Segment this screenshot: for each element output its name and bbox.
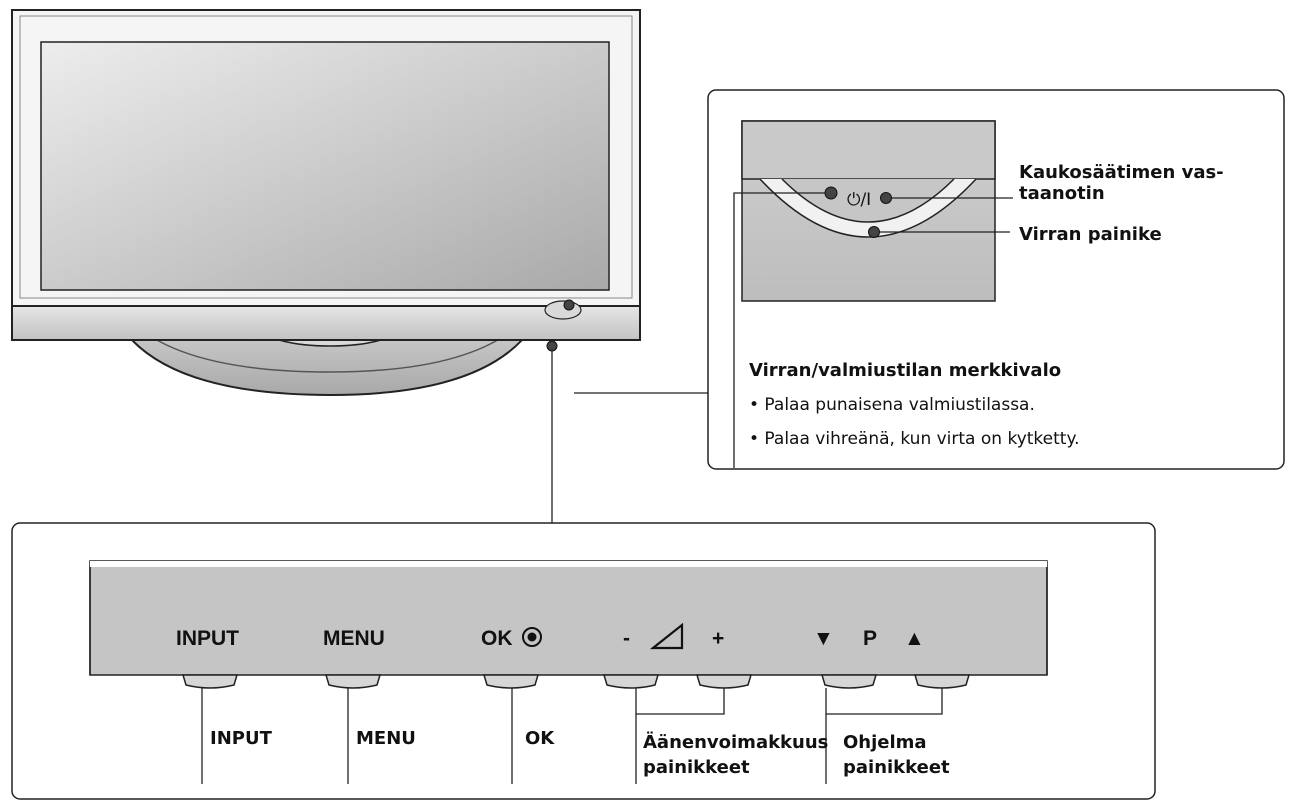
front-closeup: ⏻/I: [741, 120, 996, 302]
key-ok-print: OK: [481, 627, 513, 650]
key-input-print: INPUT: [176, 627, 239, 650]
power-button-label: Virran painike: [1019, 224, 1162, 245]
key-menu-print: MENU: [323, 627, 385, 650]
closeup-indicator-led: [824, 186, 838, 200]
volume-icon: [649, 622, 684, 650]
key-prog-up-print: ▲: [904, 627, 925, 650]
volume-down-button[interactable]: [602, 674, 660, 689]
tv-power-indicator: [563, 299, 575, 311]
label-program-line1: Ohjelma: [843, 732, 927, 753]
ok-button[interactable]: [482, 674, 540, 689]
label-volume-line2: painikkeet: [643, 757, 750, 778]
input-button[interactable]: [181, 674, 239, 689]
side-panel-callout: INPUT MENU OK - + ▼ P ▲: [11, 522, 1156, 800]
ok-circle-icon: [522, 627, 542, 647]
power-symbol: ⏻/I: [847, 190, 871, 210]
program-up-button[interactable]: [913, 674, 971, 689]
tv-bottom-bezel: [11, 305, 641, 341]
key-prog-down-print: ▼: [813, 627, 834, 650]
program-down-button[interactable]: [820, 674, 878, 689]
key-prog-p-print: P: [863, 627, 877, 650]
volume-up-button[interactable]: [695, 674, 753, 689]
label-ok: OK: [525, 728, 555, 749]
indicator-title: Virran/valmiustilan merkkivalo: [749, 360, 1061, 381]
closeup-power-button: [868, 226, 880, 238]
tv: [11, 9, 641, 397]
tv-indicator-housing: [544, 300, 582, 320]
closeup-remote-sensor: [880, 192, 892, 204]
remote-sensor-label-line2: taanotin: [1019, 183, 1105, 204]
label-program-line2: painikkeet: [843, 757, 950, 778]
key-vol-plus-print: +: [712, 627, 724, 650]
tv-side-buttons-marker: [546, 340, 558, 352]
label-volume-line1: Äänenvoimakkuus: [643, 731, 828, 753]
label-input: INPUT: [210, 728, 273, 749]
detail-callout: ⏻/I Kaukosäätimen vas- taanotin Virran p…: [707, 89, 1285, 470]
remote-sensor-label-line1: Kaukosäätimen vas-: [1019, 162, 1224, 183]
indicator-note-red: • Palaa punaisena valmiustilassa.: [749, 395, 1035, 415]
key-vol-minus-print: -: [623, 627, 630, 650]
label-menu: MENU: [356, 728, 416, 749]
tv-screen: [40, 41, 610, 291]
indicator-note-green: • Palaa vihreänä, kun virta on kytketty.: [749, 429, 1080, 449]
side-control-panel: [89, 560, 1048, 676]
menu-button[interactable]: [324, 674, 382, 689]
